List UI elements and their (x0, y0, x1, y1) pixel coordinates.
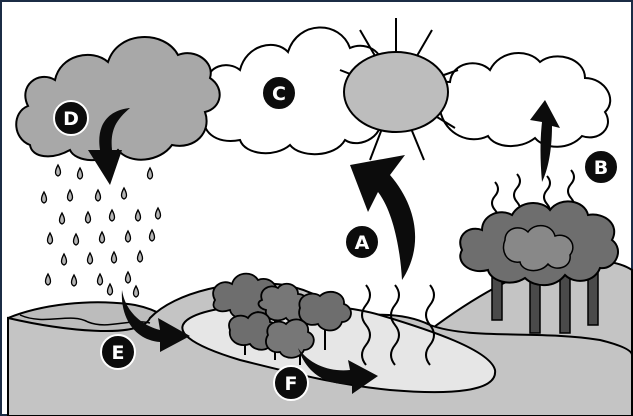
badge-e-label: E (112, 342, 125, 364)
badge-e: E (101, 335, 135, 369)
badge-a-label: A (355, 232, 370, 254)
badge-f: F (274, 366, 308, 400)
badge-a: A (345, 225, 379, 259)
badge-d-label: D (63, 108, 79, 130)
badge-f-label: F (285, 373, 298, 395)
badge-c: C (262, 76, 296, 110)
badge-d: D (54, 101, 88, 135)
badge-b: B (584, 150, 618, 184)
badge-b-label: B (594, 157, 608, 179)
badge-c-label: C (272, 83, 286, 105)
sun-icon (344, 52, 448, 132)
